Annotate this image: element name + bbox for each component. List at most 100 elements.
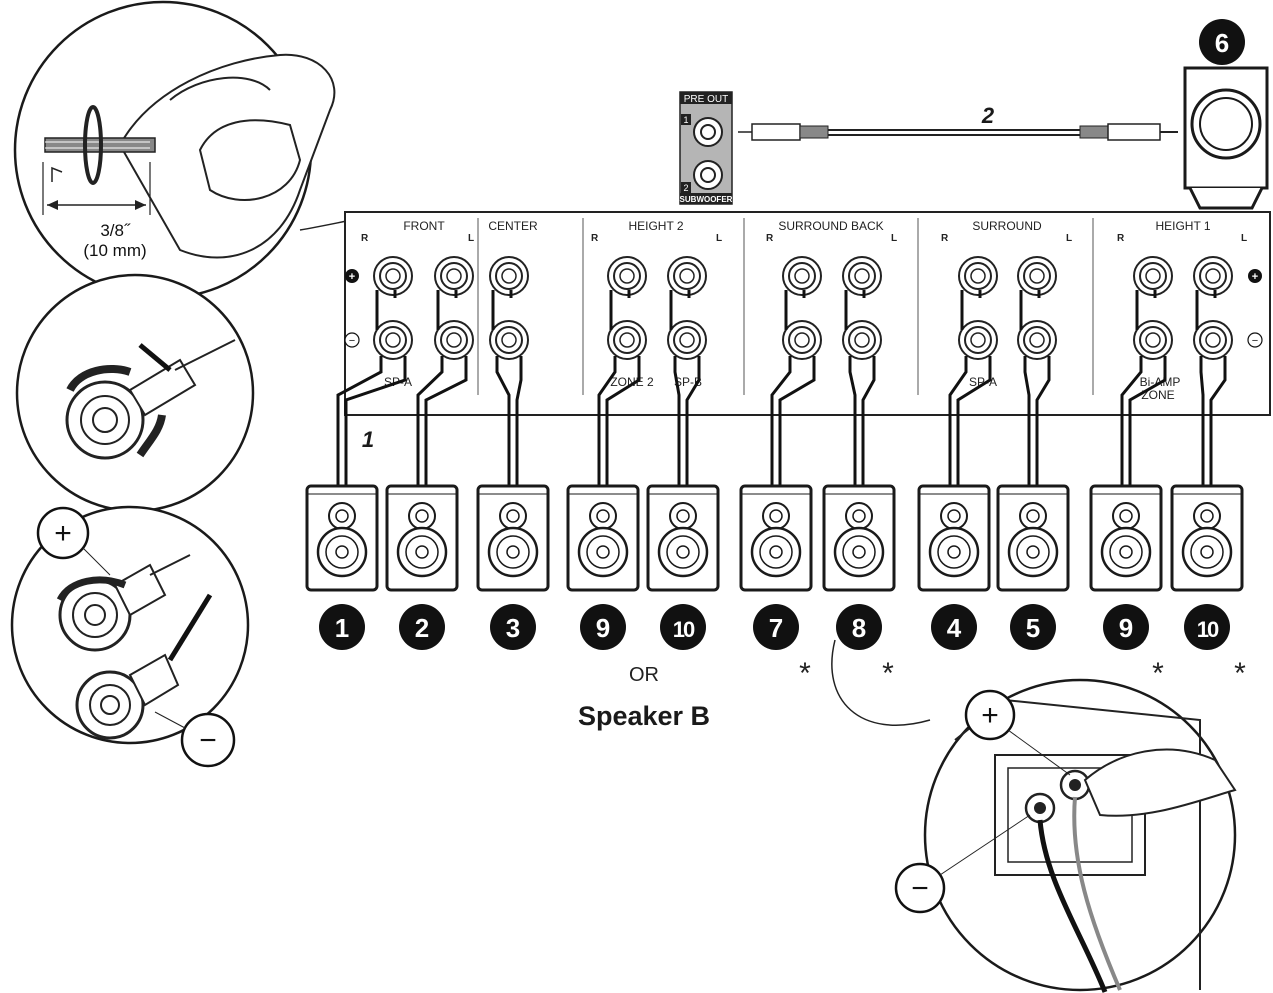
- asterisk-7: *: [799, 657, 811, 690]
- speaker-number-badge-11: [1184, 604, 1230, 650]
- inset-minus-sign: −: [911, 872, 929, 905]
- minus-terminal-7: [842, 320, 882, 360]
- subwoofer-number: 6: [1215, 28, 1229, 58]
- asterisk-8: *: [882, 657, 894, 690]
- plus-terminal-4: [607, 256, 647, 296]
- speaker-cable-3: [491, 290, 523, 487]
- speaker-number-badge-5: [660, 604, 706, 650]
- or-label: OR: [629, 664, 659, 686]
- group-label-height-2: HEIGHT 2: [628, 219, 683, 233]
- surround-back-l-label: L: [891, 233, 897, 244]
- speaker-b-label: Speaker B: [578, 701, 710, 731]
- step-1-label: 1: [362, 427, 374, 452]
- speaker-number-3: 3: [506, 613, 520, 643]
- speaker-number-badge-10: [1103, 604, 1149, 650]
- strip-length-mm: (10 mm): [83, 241, 146, 260]
- speaker-4: [566, 484, 640, 592]
- speaker-cable-9: [1019, 290, 1051, 487]
- plus-row-marker-left: +: [349, 271, 355, 283]
- speaker-2: [385, 484, 459, 592]
- plus-terminal-3: [489, 256, 529, 296]
- plus-terminal-5: [667, 256, 707, 296]
- speaker-number-8: 4: [947, 613, 962, 643]
- minus-terminal-5: [667, 320, 707, 360]
- speaker-cable-10: [1120, 290, 1167, 487]
- plus-terminal-10: [1133, 256, 1173, 296]
- speaker-9: [996, 484, 1070, 592]
- speaker-number-10: 9: [1119, 613, 1133, 643]
- receiver-terminal-panel: FRONT CENTER HEIGHT 2 SURROUND BACK SURR…: [344, 211, 1271, 416]
- plus-terminal-1: [373, 256, 413, 296]
- speaker-number-1: 1: [335, 613, 349, 643]
- plus-terminal-2: [434, 256, 474, 296]
- height2-r-label: R: [591, 233, 599, 244]
- speaker-cable-6: [770, 290, 816, 487]
- speaker-number-badge-6: [753, 604, 799, 650]
- speaker-cable-2: [416, 290, 468, 487]
- speaker-number-6: 7: [769, 613, 783, 643]
- pre-out-title: PRE OUT: [684, 94, 728, 105]
- group-label-surround: SURROUND: [972, 219, 1042, 233]
- height2-l-label: L: [716, 233, 722, 244]
- speaker-number-9: 5: [1026, 613, 1040, 643]
- group-label-height-1: HEIGHT 1: [1155, 219, 1210, 233]
- zone-label: ZONE: [1141, 388, 1174, 402]
- group-label-center: CENTER: [488, 219, 538, 233]
- minus-terminal-10: [1133, 320, 1173, 360]
- speaker-number-badge-8: [931, 604, 977, 650]
- strip-length-inch: 3/8˝: [100, 221, 131, 240]
- subwoofer-label: SUBWOOFER: [680, 195, 733, 204]
- inset-plus-sign: +: [981, 699, 999, 732]
- minus-terminal-4: [607, 320, 647, 360]
- speaker-8: [917, 484, 991, 592]
- speaker-cable-7: [844, 290, 876, 487]
- speaker-number-badge-7: [836, 604, 882, 650]
- minus-terminal-1: [373, 320, 413, 360]
- asterisk-9: *: [1152, 657, 1164, 690]
- asterisk-10: *: [1234, 657, 1246, 690]
- group-label-surround-back: SURROUND BACK: [778, 219, 883, 233]
- surround-l-label: L: [1066, 233, 1072, 244]
- plus-row-marker-right: +: [1252, 271, 1258, 283]
- speaker-11: [1170, 484, 1244, 592]
- speaker-3: [476, 484, 550, 592]
- minus-terminal-2: [434, 320, 474, 360]
- front-l-label: L: [468, 233, 474, 244]
- height1-l-label: L: [1241, 233, 1247, 244]
- minus-row-marker-right: −: [1252, 335, 1258, 347]
- minus-terminal-9: [1017, 320, 1057, 360]
- minus-terminal-3: [489, 320, 529, 360]
- surround-r-label: R: [941, 233, 949, 244]
- speaker-cables: [336, 290, 1227, 487]
- group-label-front: FRONT: [403, 219, 445, 233]
- front-r-label: R: [361, 233, 369, 244]
- plus-terminal-7: [842, 256, 882, 296]
- speaker-number-5: 10: [673, 617, 695, 642]
- speaker-number-badge-2: [399, 604, 445, 650]
- terminal-loosen-inset: [15, 273, 255, 513]
- speaker-7: [822, 484, 896, 592]
- minus-terminal-11: [1193, 320, 1233, 360]
- pre-out-jack-1: 1: [683, 115, 688, 125]
- step-2-label: 2: [981, 103, 995, 128]
- speaker-cable-8: [948, 290, 992, 487]
- terminal-polarity-inset: + −: [10, 505, 250, 768]
- speaker-number-badge-3: [490, 604, 536, 650]
- speaker-10: [1089, 484, 1163, 592]
- speaker-1: [305, 484, 379, 592]
- plus-terminal-11: [1193, 256, 1233, 296]
- subwoofer: 6: [1183, 19, 1269, 210]
- speaker-5: [646, 484, 720, 592]
- speaker-number-badge-1: [319, 604, 365, 650]
- minus-sign: −: [199, 724, 217, 757]
- height1-r-label: R: [1117, 233, 1125, 244]
- speaker-cable-1: [336, 290, 407, 487]
- speaker-terminal-inset: + −: [831, 639, 1237, 993]
- speaker-number-badge-4: [580, 604, 626, 650]
- speaker-number-11: 10: [1197, 617, 1219, 642]
- speaker-cable-4: [597, 290, 641, 487]
- surround-back-r-label: R: [766, 233, 774, 244]
- speaker-6: [739, 484, 813, 592]
- minus-terminal-8: [958, 320, 998, 360]
